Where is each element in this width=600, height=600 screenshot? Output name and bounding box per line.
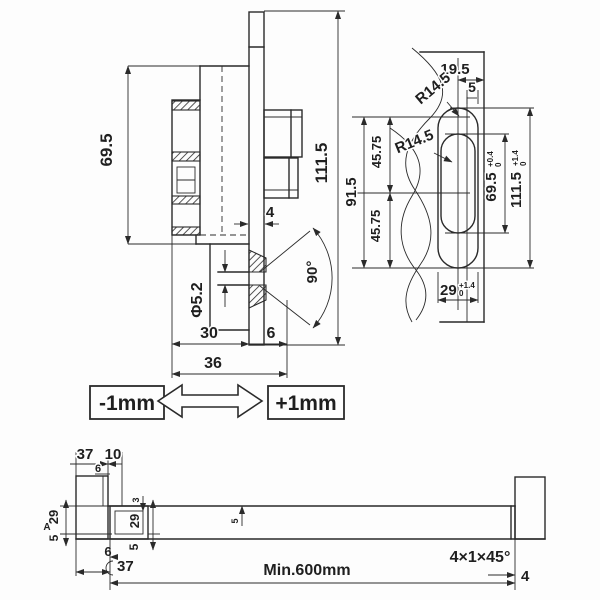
dim-cutout-111-5-tol-plus: +1.4 [511,150,520,166]
minus-1mm-label: -1mm [99,392,155,415]
dim-rotation-90: 90° [304,261,321,284]
lock-side-view-linework [171,11,333,346]
dim-min-length: Min.600mm [263,562,350,579]
dim-half-span-upper: 45.75 [369,136,384,169]
dim-offset-6-top: 6 [95,463,101,475]
dim-block-37-top: 37 [77,446,94,463]
plus-1mm-box [267,385,345,420]
double-arrow-icon [156,383,264,419]
dim-wall-5-mid: 5 [230,518,240,523]
minus-1mm-box [89,385,165,420]
adjustment-row: -1mm +1mm [89,383,345,420]
dim-wall-5-left: 5 [47,534,61,541]
dim-proj-6: 6 [267,325,276,342]
dim-cutout-29-tol-plus: +1.4 [459,281,475,290]
dim-cutout-111-5: 111.5 [508,172,525,208]
dim-cutout-69-5-tol-minus: 0 [494,162,503,167]
spindle-view-linework [75,475,546,540]
dim-cutout-69-5-tol-plus: +0.4 [486,151,495,167]
spindle-view-dimensions: 37 10 6 29 5 A 3 29 5 5 [42,445,532,590]
dim-edge-19-5: 19.5 [440,61,469,78]
dim-chamfer-label: 4×1×45° [450,549,511,566]
dim-span-91-5: 91.5 [343,177,360,206]
faceplate-view-dimensions: 19.5 5 R14.5 R14.5 91.5 45.75 45.75 69.5… [342,60,534,304]
dim-cutout-111-5-tol-minus: 0 [519,161,528,166]
break-line-2 [389,127,427,321]
spindle-end-block [514,476,546,540]
dim-faceplate-4: 4 [266,204,275,221]
dim-offset-10: 10 [105,446,122,463]
dim-cutout-29-tol-minus: 0 [459,289,464,298]
dim-offset-6-bottom: 6 [104,544,111,559]
lock-side-view-dimensions: 69.5 111.5 4 Φ5.2 90° 30 6 36 [96,10,345,378]
dim-wall-5-right: 5 [127,543,141,550]
dim-side-5: 5 [468,79,476,95]
dim-wall-3: 3 [131,497,141,502]
dim-total-height-111-5: 111.5 [312,143,331,184]
dim-cutout-29: 29 [440,282,457,299]
dim-height-69-5: 69.5 [97,133,116,166]
dim-half-span-lower: 45.75 [368,210,383,243]
dim-end-4: 4 [521,568,530,585]
dim-backset-30: 30 [200,325,218,342]
dim-section-29-left: 29 [46,510,61,524]
plus-1mm-label: +1mm [275,392,336,415]
dim-section-29-right: 29 [127,514,142,528]
dim-total-depth-36: 36 [204,355,222,372]
detail-a-label: A [43,522,50,533]
dim-cutout-69-5: 69.5 [483,172,500,201]
dim-block-37-bottom: 37 [117,558,134,575]
dim-hole-dia-5-2: Φ5.2 [189,282,206,317]
